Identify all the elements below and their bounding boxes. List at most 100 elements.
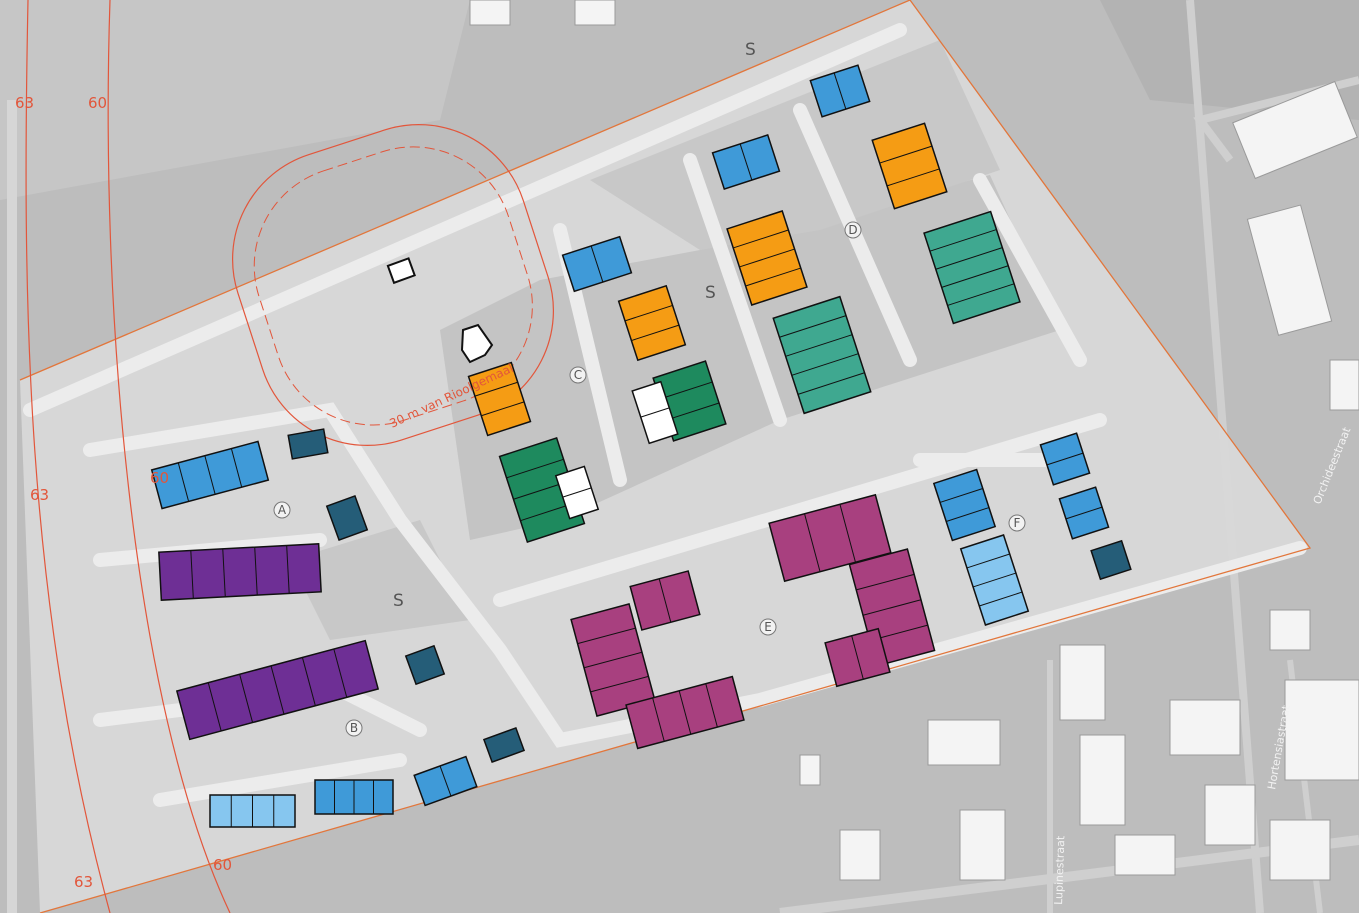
house-divider (929, 229, 997, 252)
house-divider (666, 402, 720, 421)
house-divider (652, 697, 665, 742)
house-divider (658, 578, 672, 623)
house-divider (879, 145, 933, 164)
house-divider (506, 458, 564, 479)
house-block-blue (1058, 486, 1110, 540)
house-block-magenta (625, 675, 745, 750)
zone-label-a: A (278, 503, 287, 517)
house-block-magenta (570, 603, 656, 717)
house-divider (733, 229, 789, 249)
house-divider (739, 143, 753, 181)
house-divider (481, 401, 525, 417)
zone-label-b: B (350, 721, 358, 735)
house-divider (254, 547, 258, 596)
house-block-orange (871, 122, 948, 210)
house-block-shape (325, 494, 369, 542)
house-block-shape (768, 493, 892, 583)
house-block-shape (404, 644, 446, 686)
field-north-east (1100, 0, 1359, 120)
house-block-blue (561, 235, 633, 293)
house-divider (791, 353, 859, 376)
house-block-orange (467, 361, 532, 437)
house-block-dark_teal (482, 726, 526, 764)
house-divider (333, 648, 348, 698)
house-divider (177, 462, 190, 502)
house-block-dark_teal (325, 494, 369, 542)
house-divider (190, 550, 194, 599)
house-block-teal (772, 295, 872, 415)
house-block-light_blue (209, 794, 296, 828)
house-block-blue (809, 64, 871, 118)
house-divider (659, 381, 713, 400)
house-divider (204, 455, 216, 495)
house-block-blue (314, 779, 394, 815)
house-divider (562, 487, 592, 498)
house-divider (779, 315, 847, 338)
house-block-shape (932, 468, 997, 542)
house-blocks (150, 64, 1132, 828)
house-block-white (631, 380, 679, 445)
central-green (440, 175, 1060, 540)
house-block-orange (617, 284, 687, 362)
house-divider (577, 627, 636, 645)
house-divider (833, 72, 847, 110)
house-block-light_blue (959, 534, 1030, 626)
house-divider (474, 381, 518, 397)
house-divider (590, 675, 649, 693)
zone-label-e: E (764, 620, 772, 634)
contour-label-60-mid: 60 (150, 469, 169, 487)
house-block-blue (1039, 432, 1091, 486)
house-divider (856, 573, 915, 591)
house-divider (678, 690, 692, 735)
house-divider (979, 591, 1023, 607)
house-block-blue (150, 440, 270, 510)
house-block-shape (482, 726, 526, 764)
house-divider (739, 248, 795, 268)
house-divider (966, 553, 1010, 569)
house-divider (804, 513, 821, 572)
house-block-magenta (768, 493, 892, 583)
house-block-shape (287, 428, 329, 460)
zone-marker-d: D (844, 221, 862, 239)
road-south (779, 835, 1359, 913)
zone-label-d: D (848, 223, 857, 237)
house-block-purple (158, 543, 322, 601)
house-divider (839, 504, 856, 563)
house-divider (207, 682, 222, 732)
house-block-dark_teal (287, 428, 329, 460)
house-block-shape (158, 543, 322, 601)
house-divider (301, 657, 316, 706)
street-label-lupinestraat: Lupinestraat (1052, 835, 1067, 905)
house-block-blue (711, 134, 781, 190)
contour-lines (25, 0, 231, 913)
open-space-label-north: S (745, 40, 756, 60)
house-divider (439, 765, 452, 797)
house-divider (941, 265, 1009, 288)
house-block-white (554, 465, 600, 520)
house-divider (1046, 452, 1084, 466)
house-block-purple (175, 639, 380, 741)
house-divider (785, 334, 853, 357)
house-divider (705, 683, 718, 728)
zone-label-f: F (1014, 516, 1021, 530)
existing-houses (469, 0, 1359, 881)
house-divider (230, 448, 243, 488)
house-divider (946, 507, 990, 522)
house-divider (947, 283, 1015, 306)
house-block-blue (413, 755, 478, 807)
house-block-magenta (824, 627, 891, 688)
house-block-shape (772, 295, 872, 415)
contour-label-63-top: 63 (15, 94, 34, 112)
house-divider (862, 599, 922, 616)
house-block-dark_teal (404, 644, 446, 686)
house-divider (286, 545, 290, 594)
open-space-label-central: S (705, 283, 716, 303)
buffer-zone-outer (231, 123, 555, 447)
house-divider (222, 548, 226, 597)
contour-label-63-mid: 63 (30, 486, 49, 504)
house-block-orange (726, 210, 808, 306)
house-block-shape (467, 361, 532, 437)
zone-marker-c: C (569, 366, 587, 384)
zone-marker-b: B (345, 719, 363, 737)
